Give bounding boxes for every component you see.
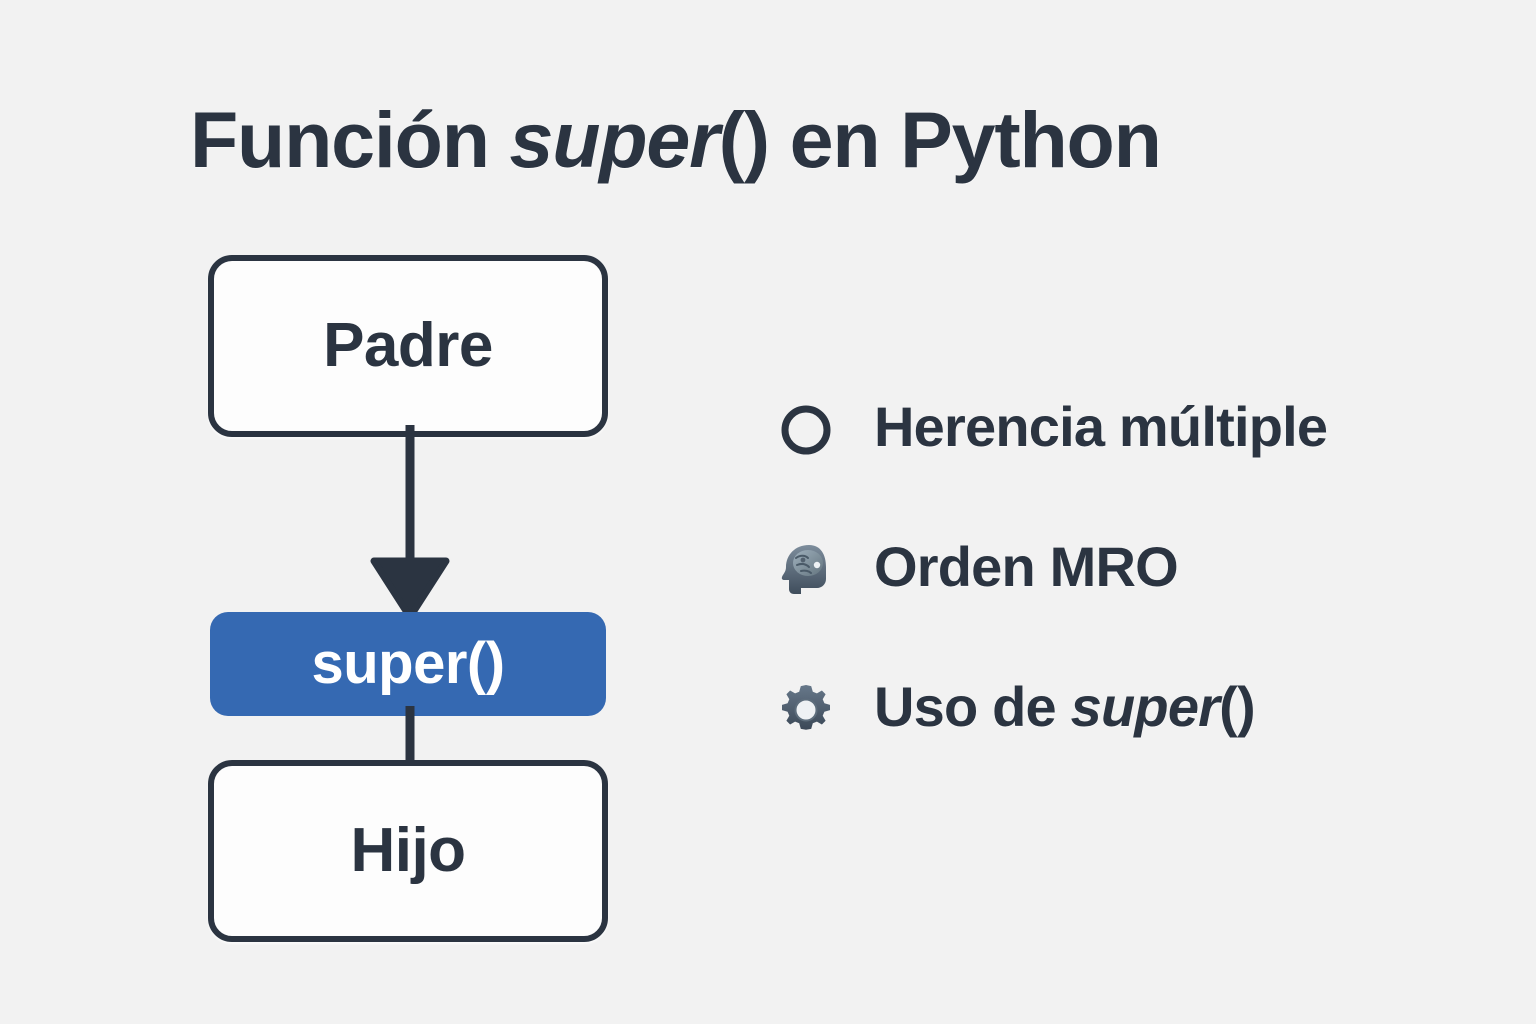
feature-item-orden-mro[interactable]: Orden MRO (778, 535, 1498, 678)
feature-item-uso-de-super[interactable]: Uso de super() (778, 675, 1498, 818)
diagram-node-hijo-label: Hijo (350, 816, 466, 885)
feature-item-uso-de-super-label: Uso de super() (874, 675, 1256, 738)
page-title-suffix: () en Python (718, 95, 1162, 184)
diagram-node-super-label: super() (311, 631, 505, 696)
diagram-edge-padre-to-super (330, 425, 490, 625)
feature-item-herencia-multiple[interactable]: Herencia múltiple (778, 395, 1498, 538)
page-title-emphasis: super (509, 95, 720, 184)
gear-icon (778, 682, 834, 738)
diagram-node-hijo[interactable]: Hijo (208, 760, 608, 942)
feature-item-herencia-multiple-label: Herencia múltiple (874, 395, 1328, 458)
head-with-brain-icon (778, 542, 834, 598)
diagram-node-super[interactable]: super() (210, 612, 606, 716)
diagram-node-padre-label: Padre (323, 311, 493, 380)
inheritance-diagram: Padre super() Hijo (0, 0, 700, 1024)
feature-item-orden-mro-label: Orden MRO (874, 535, 1179, 598)
hollow-circle-icon (778, 402, 834, 458)
feature-list: Herencia múltiple (778, 395, 1498, 818)
page-title-prefix: Función (190, 95, 510, 184)
diagram-edge-super-to-hijo (330, 706, 490, 776)
diagram-node-padre[interactable]: Padre (208, 255, 608, 437)
page-title: Función super() en Python (190, 100, 1162, 179)
